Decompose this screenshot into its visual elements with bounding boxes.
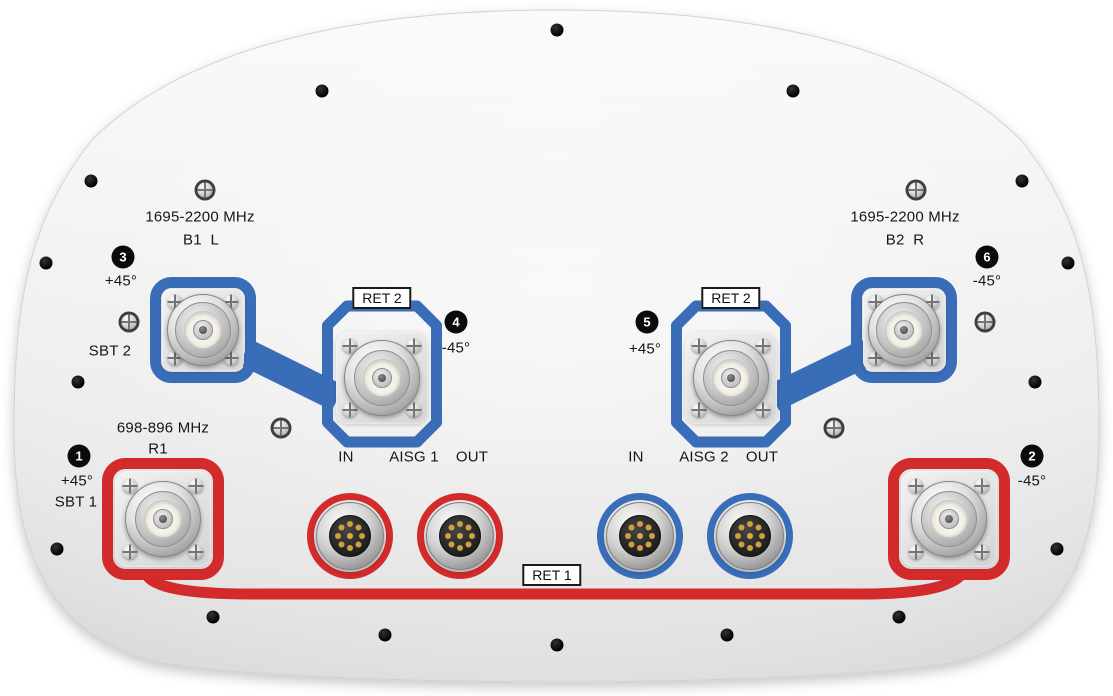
port2-polarization-label: -45° bbox=[1017, 472, 1047, 490]
drain-hole bbox=[1061, 256, 1075, 270]
port5-number-badge: 5 bbox=[635, 310, 659, 334]
ret2-right-octagon-outline bbox=[671, 300, 791, 448]
b1-band-label: B1 L bbox=[182, 231, 220, 249]
port1-number-badge: 1 bbox=[67, 444, 91, 468]
ret2-left-octagon-outline bbox=[322, 300, 442, 448]
port2-red-outline bbox=[888, 458, 1010, 580]
screw-icon bbox=[406, 402, 422, 418]
screw-icon bbox=[826, 420, 842, 436]
aisg-color-ring bbox=[707, 493, 793, 579]
port3-number-badge: 3 bbox=[111, 245, 135, 269]
ret1-label: RET 1 bbox=[522, 564, 582, 586]
screw-icon bbox=[755, 402, 771, 418]
screw-icon bbox=[122, 478, 138, 494]
aisg1-out-label: OUT bbox=[455, 448, 489, 466]
screw-icon bbox=[122, 544, 138, 560]
r1-frequency-label: 698-896 MHz bbox=[116, 419, 210, 437]
drain-hole bbox=[84, 174, 98, 188]
screw-icon bbox=[121, 314, 137, 330]
drain-hole bbox=[71, 375, 85, 389]
pin-array-icon bbox=[347, 533, 353, 539]
b2-frequency-label: 1695-2200 MHz bbox=[850, 208, 960, 226]
screw-icon bbox=[977, 314, 993, 330]
connector-pin bbox=[727, 374, 735, 382]
r1-band-label: R1 bbox=[148, 440, 168, 458]
aisg2-label: AISG 2 bbox=[679, 448, 729, 466]
sbt1-label: SBT 1 bbox=[54, 493, 98, 511]
aisg-color-ring bbox=[597, 493, 683, 579]
connector-pin bbox=[199, 326, 207, 334]
screw-icon bbox=[273, 420, 289, 436]
aisg2-in-label: IN bbox=[628, 448, 644, 466]
ret1-red-trace bbox=[141, 570, 967, 600]
pin-array-icon bbox=[747, 533, 753, 539]
b1-blue-outline bbox=[150, 277, 256, 383]
screw-icon bbox=[908, 182, 924, 198]
screw-icon bbox=[691, 338, 707, 354]
screw-icon bbox=[691, 402, 707, 418]
port6-number-badge: 6 bbox=[975, 245, 999, 269]
pin-array-icon bbox=[457, 533, 463, 539]
panel-sheen bbox=[14, 10, 1099, 682]
r1-red-outline bbox=[102, 458, 224, 580]
aisg-color-ring bbox=[307, 493, 393, 579]
b2-band-label: B2 R bbox=[885, 231, 925, 249]
drain-hole bbox=[786, 84, 800, 98]
drain-hole bbox=[1028, 375, 1042, 389]
aisg1-label: AISG 1 bbox=[389, 448, 439, 466]
drain-hole bbox=[550, 638, 564, 652]
aisg1-in-label: IN bbox=[338, 448, 354, 466]
drain-hole bbox=[892, 610, 906, 624]
port4-number-badge: 4 bbox=[444, 310, 468, 334]
drain-hole bbox=[1050, 542, 1064, 556]
screw-icon bbox=[342, 402, 358, 418]
sbt2-label: SBT 2 bbox=[88, 342, 132, 360]
drain-hole bbox=[50, 542, 64, 556]
port1-polarization-label: +45° bbox=[60, 472, 94, 490]
screw-icon bbox=[197, 182, 213, 198]
screw-icon bbox=[974, 544, 990, 560]
ret2-right-label: RET 2 bbox=[701, 287, 761, 309]
b1-frequency-label: 1695-2200 MHz bbox=[145, 208, 255, 226]
drain-hole bbox=[206, 610, 220, 624]
screw-icon bbox=[188, 478, 204, 494]
port5-polarization-label: +45° bbox=[628, 340, 662, 358]
screw-icon bbox=[406, 338, 422, 354]
drain-hole bbox=[720, 628, 734, 642]
port2-number-badge: 2 bbox=[1020, 444, 1044, 468]
connector-pin bbox=[945, 515, 953, 523]
port4-polarization-label: -45° bbox=[441, 339, 471, 357]
drain-hole bbox=[550, 23, 564, 37]
port6-polarization-label: -45° bbox=[972, 272, 1002, 290]
screw-icon bbox=[974, 478, 990, 494]
screw-icon bbox=[342, 338, 358, 354]
ret2-left-label: RET 2 bbox=[352, 287, 412, 309]
connector-pin bbox=[378, 374, 386, 382]
aisg2-out-label: OUT bbox=[745, 448, 779, 466]
port3-polarization-label: +45° bbox=[104, 272, 138, 290]
drain-hole bbox=[39, 256, 53, 270]
drain-hole bbox=[1015, 174, 1029, 188]
aisg-color-ring bbox=[417, 493, 503, 579]
screw-icon bbox=[908, 478, 924, 494]
b2-blue-outline bbox=[851, 277, 957, 383]
screw-icon bbox=[755, 338, 771, 354]
drain-hole bbox=[315, 84, 329, 98]
connector-pin bbox=[900, 326, 908, 334]
connector-pin bbox=[159, 515, 167, 523]
screw-icon bbox=[188, 544, 204, 560]
screw-icon bbox=[908, 544, 924, 560]
drain-hole bbox=[378, 628, 392, 642]
pin-array-icon bbox=[637, 533, 643, 539]
